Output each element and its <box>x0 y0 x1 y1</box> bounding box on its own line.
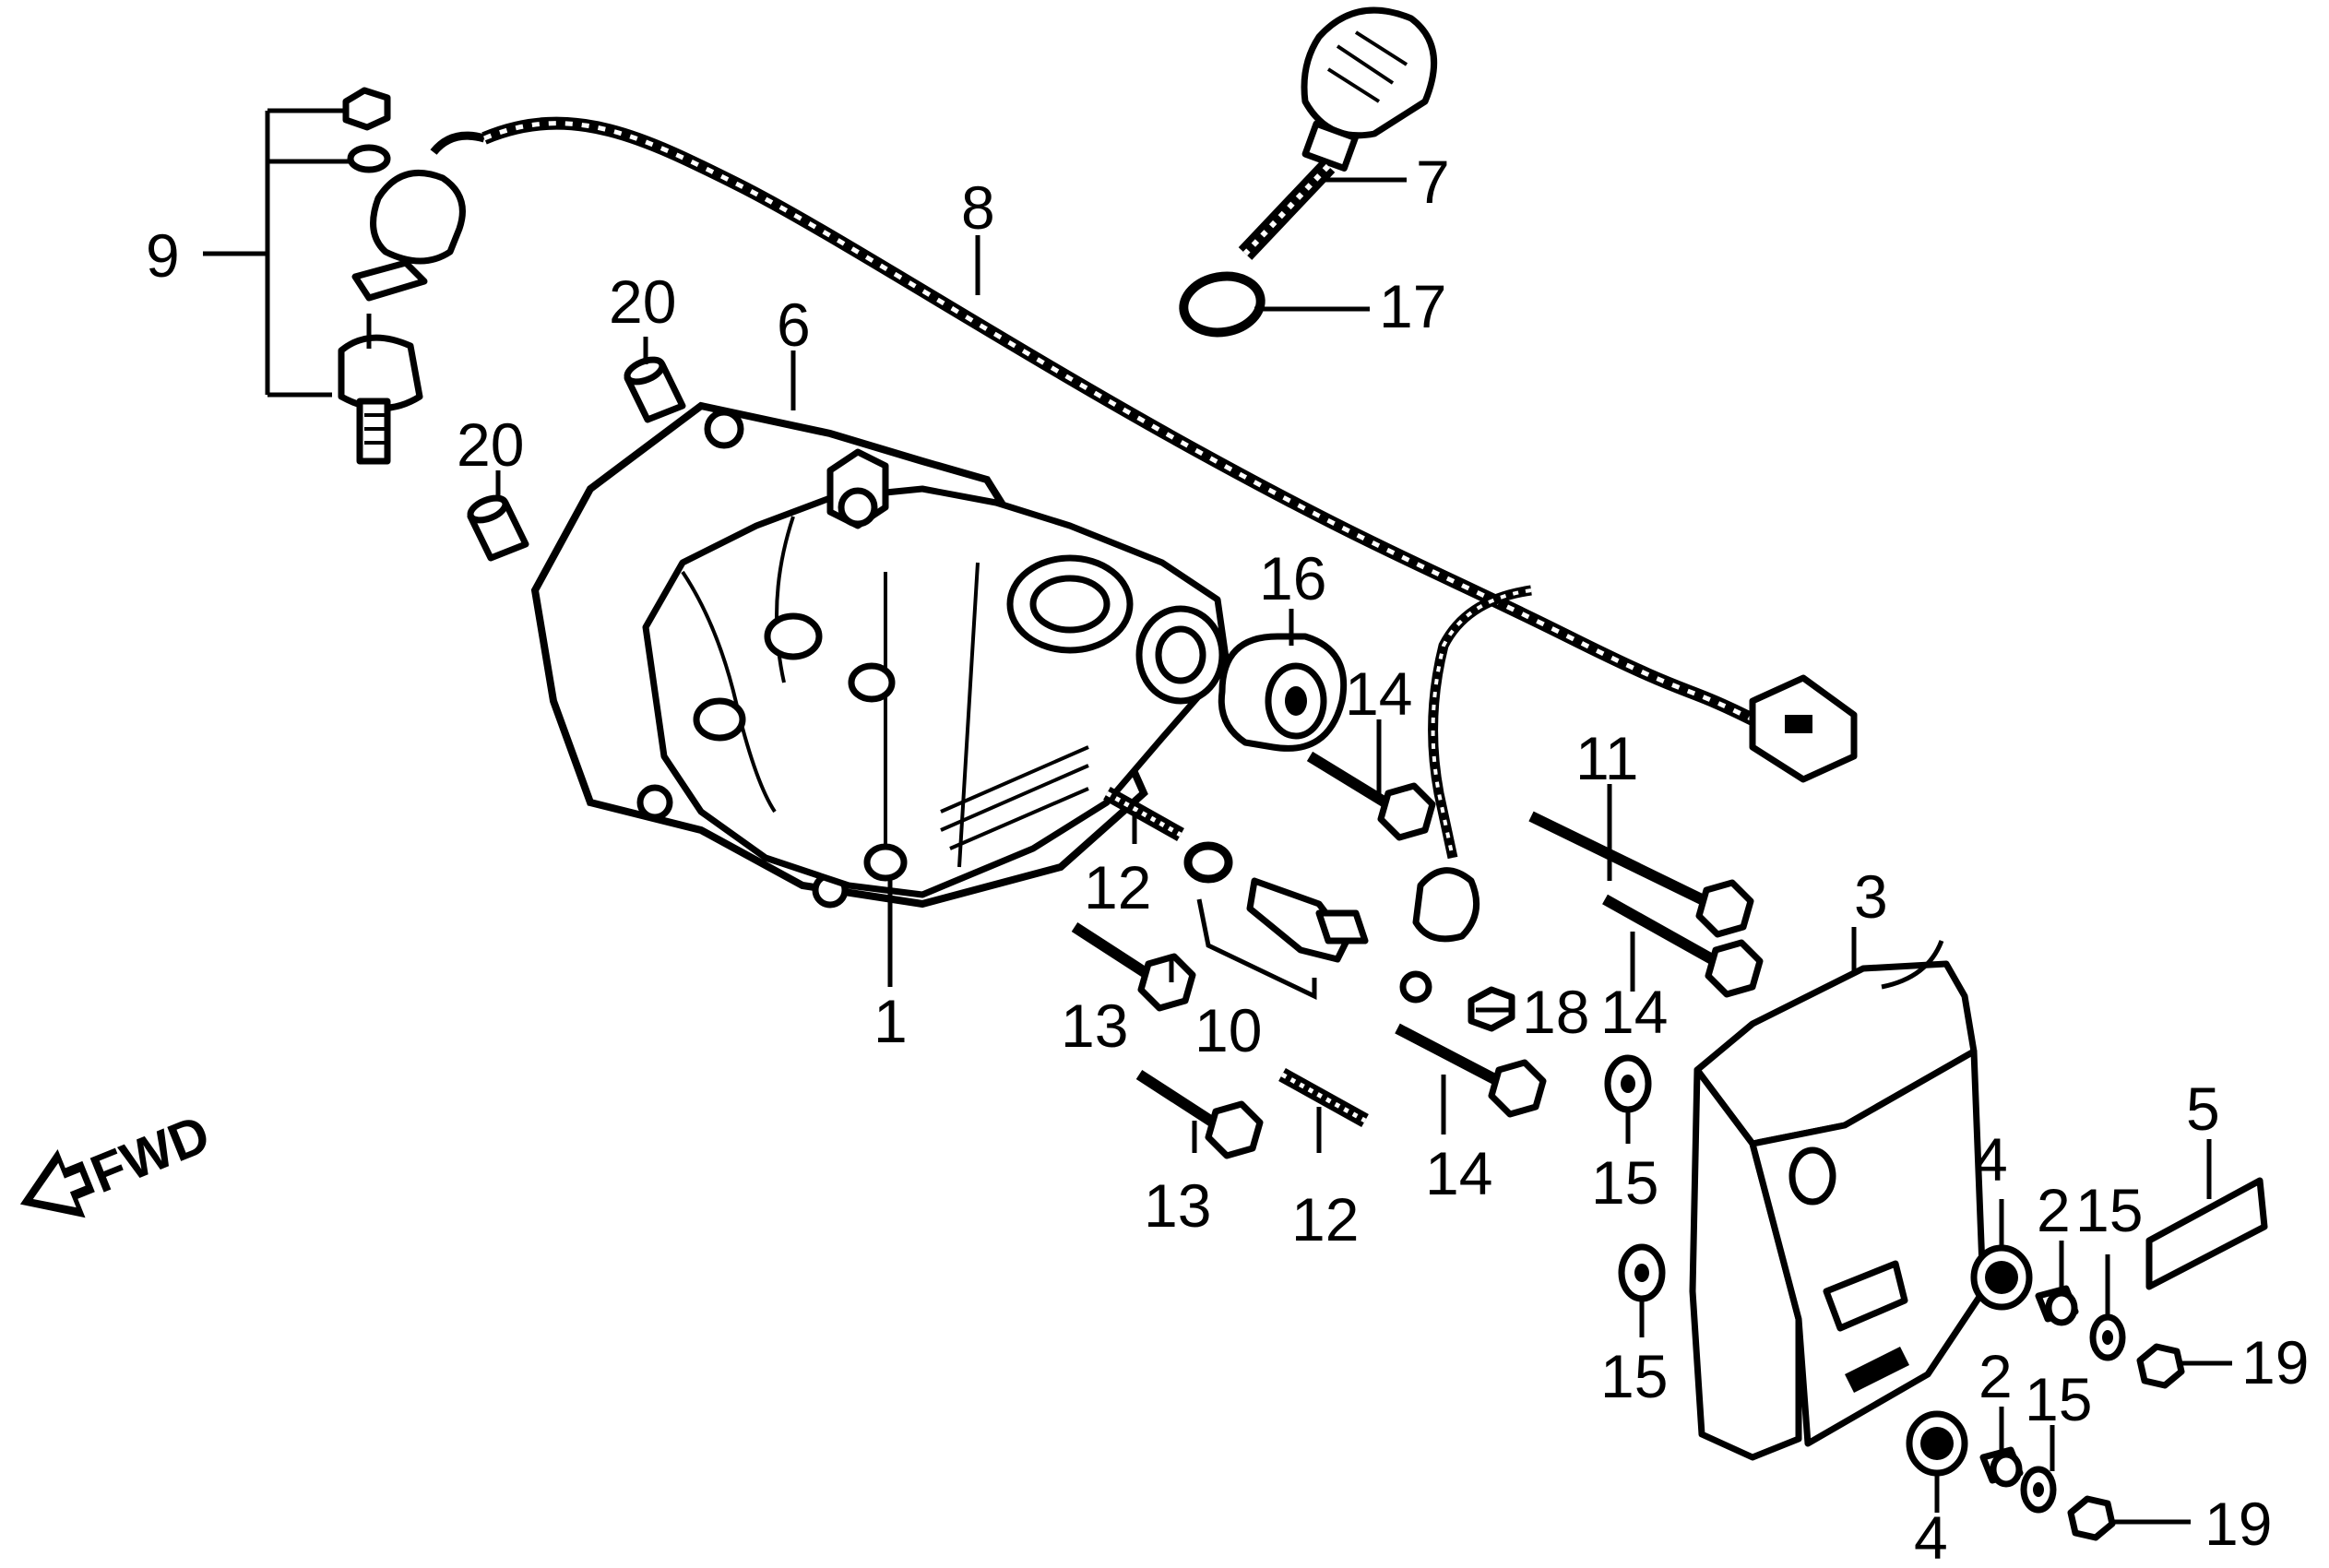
callout-17: 17 <box>1379 272 1446 340</box>
cover-gasket <box>530 401 1148 909</box>
grommet-4-lower <box>1906 1410 1968 1477</box>
wire-harness <box>430 116 1858 1004</box>
cap-nut-19-upper <box>2136 1343 2185 1389</box>
side-cover <box>1689 927 1987 1461</box>
callout-11: 11 <box>1575 724 1639 792</box>
callout-2-upper: 2 <box>2037 1176 2071 1244</box>
callout-8: 8 <box>961 173 995 242</box>
bolt-13-lower <box>1135 1069 1264 1159</box>
cap-nut-19-lower <box>2067 1495 2116 1541</box>
callout-15-left-lower: 15 <box>1600 1342 1668 1410</box>
collar-2-lower <box>1979 1446 2024 1488</box>
dowel-pin-upper <box>624 356 686 423</box>
callout-15-right-upper: 15 <box>2075 1176 2143 1244</box>
neutral-switch <box>1183 841 1369 1000</box>
bolt-13-upper <box>1071 921 1196 1012</box>
washer-15-right-lower <box>2020 1466 2057 1514</box>
bolt-14-lower <box>1602 894 1764 998</box>
washer-15-upper <box>1604 1054 1652 1113</box>
callout-19-lower: 19 <box>2204 1490 2272 1558</box>
forward-direction-arrow: FWD <box>19 1103 218 1218</box>
callout-10: 10 <box>1194 996 1262 1064</box>
callout-18: 18 <box>1522 978 1589 1046</box>
callout-15-left-upper: 15 <box>1591 1148 1658 1217</box>
bolt-12-upper <box>1103 787 1184 841</box>
washer-15-right-upper <box>2089 1313 2126 1361</box>
fwd-label: FWD <box>82 1103 218 1205</box>
dowel-pin-lower <box>467 494 529 562</box>
callout-13-upper: 13 <box>1061 992 1128 1060</box>
callout-13-lower: 13 <box>1144 1171 1211 1240</box>
bolt-12-lower <box>1278 1068 1369 1127</box>
callout-6: 6 <box>777 291 811 359</box>
callout-20-lower: 20 <box>457 410 524 479</box>
callout-14-right: 14 <box>1600 978 1668 1046</box>
bolt-11 <box>1528 811 1754 938</box>
callout-14-lower: 14 <box>1425 1139 1492 1207</box>
callout-12-upper: 12 <box>1084 853 1151 921</box>
collar-2-upper <box>2035 1285 2079 1326</box>
grommet-4-upper <box>1970 1244 2033 1311</box>
callout-16: 16 <box>1259 544 1326 612</box>
callout-1: 1 <box>873 987 908 1055</box>
callout-4-upper: 4 <box>1974 1125 2008 1194</box>
leader-lines <box>495 177 2232 1525</box>
emblem-plate <box>2145 1177 2268 1290</box>
callout-19-upper: 19 <box>2241 1328 2309 1396</box>
crankcase-cover <box>642 448 1230 987</box>
oil-seal <box>1218 633 1348 752</box>
oil-dipstick <box>1179 6 1438 338</box>
callout-5: 5 <box>2186 1075 2220 1143</box>
callout-7: 7 <box>1416 148 1450 216</box>
bolt-14-upper <box>1306 751 1436 841</box>
callout-14-upper: 14 <box>1345 659 1412 728</box>
washer-15-lower <box>1618 1243 1666 1302</box>
callout-12-lower: 12 <box>1291 1185 1359 1253</box>
callout-2-lower: 2 <box>1978 1342 2013 1410</box>
oil-pressure-switch-assembly <box>203 87 466 465</box>
callout-15-right-lower: 15 <box>2025 1365 2092 1433</box>
bolt-14-middle <box>1395 1023 1547 1118</box>
callout-3: 3 <box>1854 862 1888 931</box>
callout-4-lower: 4 <box>1914 1503 1948 1568</box>
callout-20-upper: 20 <box>609 267 676 336</box>
callout-9: 9 <box>146 221 180 290</box>
